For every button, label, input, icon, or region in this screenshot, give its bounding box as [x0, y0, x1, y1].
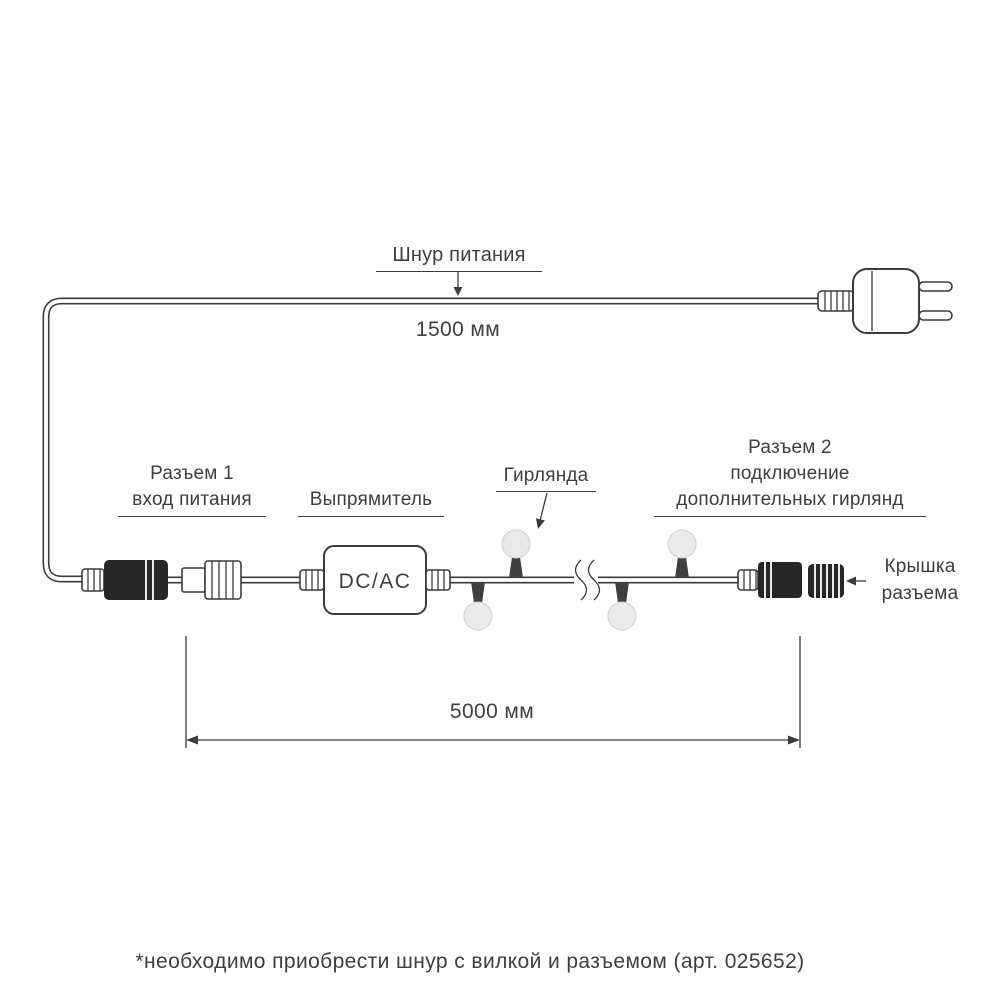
- plug-pin: [918, 281, 953, 292]
- bulb-down-1: [463, 582, 493, 631]
- connector-2: [737, 562, 802, 598]
- power-cord-cable: [42, 297, 852, 583]
- connector-cap: [808, 564, 844, 598]
- rectifier-label: Выпрямитель: [298, 487, 444, 517]
- power-cord-label: Шнур питания: [376, 242, 542, 272]
- connector2-label-line1: Разъем 2: [748, 437, 832, 458]
- garland-length-label: 5000 мм: [449, 700, 535, 723]
- garland-arrow: [536, 492, 548, 529]
- cable-break-mark: [574, 559, 588, 601]
- bulb-down-2: [607, 582, 637, 631]
- garland-cable: [166, 559, 744, 601]
- dimension-5000: [185, 636, 801, 748]
- plug-pin: [918, 310, 953, 321]
- power-cord-length-label: 1500 мм: [415, 318, 501, 341]
- cap-label-line1: Крышка: [884, 556, 956, 577]
- dimension-arrow-left: [186, 735, 198, 745]
- connector1-label: Разъем 1 вход питания: [118, 461, 266, 517]
- connector1-label-line2: вход питания: [132, 489, 252, 510]
- rectifier-box-text: DC/AC: [339, 570, 412, 593]
- cap-arrow: [846, 576, 866, 586]
- connector-1: [81, 560, 168, 600]
- bulb-up-1: [501, 529, 531, 578]
- connector1-label-line1: Разъем 1: [150, 463, 234, 484]
- dimension-arrow-right: [788, 735, 800, 745]
- connector2-label-line3: дополнительных гирлянд: [676, 489, 904, 510]
- cap-label: Крышка разъема: [868, 553, 972, 607]
- garland-label: Гирлянда: [496, 463, 596, 492]
- footnote: *необходимо приобрести шнур с вилкой и р…: [135, 950, 805, 973]
- power-cord-arrow: [453, 272, 463, 296]
- connector2-label-line2: подключение: [730, 463, 850, 484]
- cap-label-line2: разъема: [881, 583, 959, 604]
- rectifier-box: DC/AC: [299, 545, 451, 615]
- connector-input-plug: [181, 560, 242, 600]
- power-plug: [817, 268, 953, 334]
- plug-body: [852, 268, 920, 334]
- cable-break-mark: [587, 559, 601, 601]
- bulb-up-2: [667, 529, 697, 578]
- connector2-label: Разъем 2 подключение дополнительных гирл…: [654, 435, 926, 517]
